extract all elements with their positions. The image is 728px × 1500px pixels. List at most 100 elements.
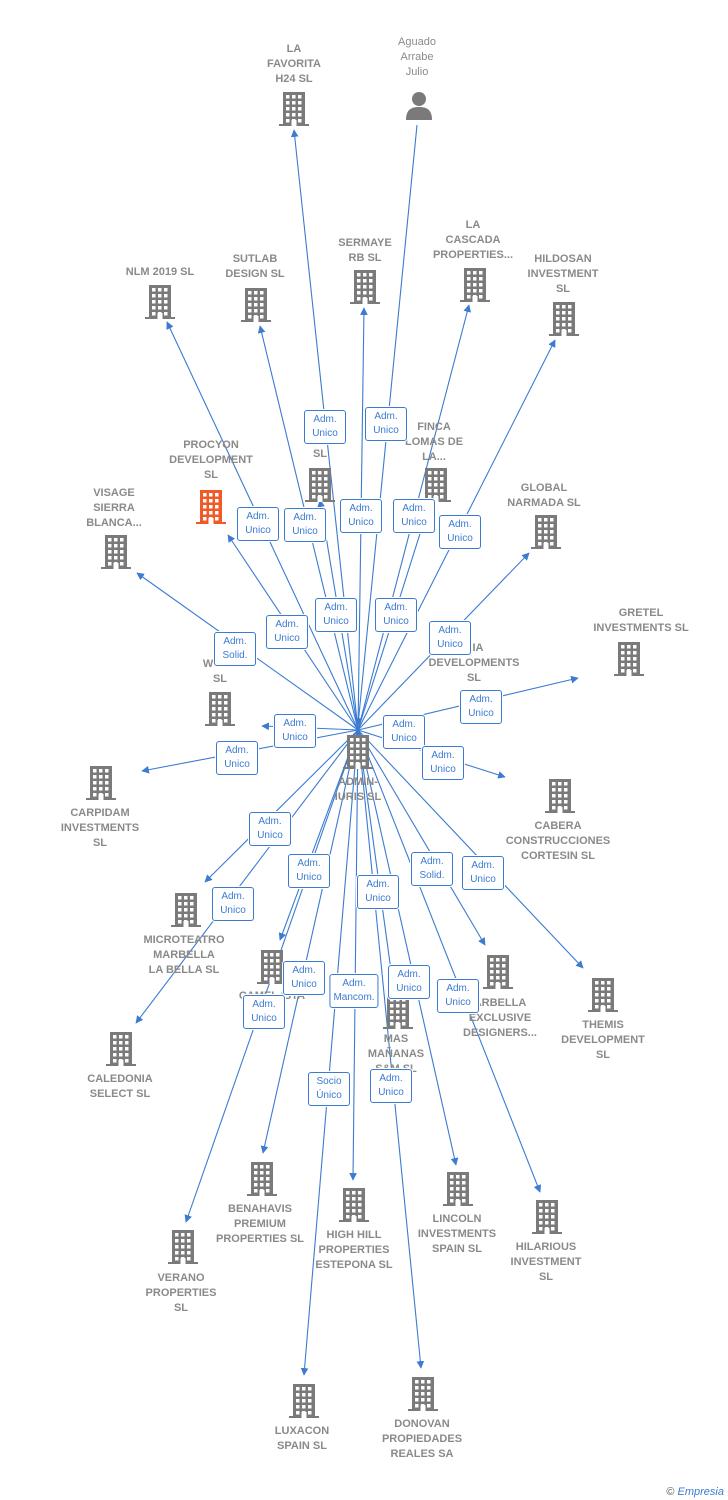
node-label-carpidam[interactable]: CARPIDAM INVESTMENTS SL bbox=[60, 807, 140, 849]
role-badge: Adm. Unico bbox=[462, 856, 504, 890]
node-label-ria[interactable]: RIA DEVELOPMENTS SL bbox=[428, 642, 520, 684]
footer-brand[interactable]: ©Empresia bbox=[666, 1486, 724, 1498]
role-badge: Adm. Unico bbox=[304, 410, 346, 444]
edge-microteatro bbox=[204, 729, 359, 883]
building-icon-donovan[interactable] bbox=[408, 1377, 438, 1416]
node-label-cabera[interactable]: CABERA CONSTRUCCIONES CORTESIN SL bbox=[505, 820, 611, 862]
building-icon-sutlab[interactable] bbox=[241, 288, 271, 327]
building-icon-la-favorita[interactable] bbox=[279, 92, 309, 131]
building-icon-cabera[interactable] bbox=[545, 779, 575, 818]
copyright-symbol: © bbox=[666, 1486, 675, 1498]
building-icon-verano[interactable] bbox=[168, 1230, 198, 1269]
node-label-sutlab[interactable]: SUTLAB DESIGN SL bbox=[225, 253, 285, 280]
role-badge: Adm. Unico bbox=[429, 621, 471, 655]
node-label-global[interactable]: GLOBAL NARMADA SL bbox=[507, 482, 581, 509]
edge-hilarious bbox=[357, 729, 542, 1193]
node-label-benahavis[interactable]: BENAHAVIS PREMIUM PROPERTIES SL bbox=[215, 1203, 305, 1245]
role-badge: Adm. Unico bbox=[365, 407, 407, 441]
role-badge: Adm. Unico bbox=[315, 598, 357, 632]
role-badge: Adm. Unico bbox=[383, 715, 425, 749]
building-icon-sermaye[interactable] bbox=[350, 270, 380, 309]
edge-mas-mananas bbox=[357, 729, 396, 986]
node-label-hildosan[interactable]: HILDOSAN INVESTMENT SL bbox=[527, 253, 599, 295]
building-icon-procyon[interactable] bbox=[196, 490, 226, 529]
node-label-themis[interactable]: THEMIS DEVELOPMENT SL bbox=[561, 1019, 645, 1061]
role-badge: Socio Único bbox=[308, 1072, 350, 1106]
building-icon-microteatro[interactable] bbox=[171, 893, 201, 932]
role-badge: Adm. Unico bbox=[422, 746, 464, 780]
edge-donovan bbox=[357, 729, 425, 1369]
node-label-high-hill[interactable]: HIGH HILL PROPERTIES ESTEPONA SL bbox=[315, 1229, 393, 1271]
edge-benahavis bbox=[260, 729, 359, 1154]
building-icon-nlm[interactable] bbox=[145, 285, 175, 324]
role-badge: Adm. Solid. bbox=[214, 632, 256, 666]
building-icon-high-hill[interactable] bbox=[339, 1188, 369, 1227]
edge-high-hill bbox=[349, 729, 359, 1181]
node-label-luxacon[interactable]: LUXACON SPAIN SL bbox=[274, 1425, 330, 1452]
building-icon-mas-mananas[interactable] bbox=[383, 995, 413, 1034]
building-icon-wool[interactable] bbox=[205, 692, 235, 731]
role-badge: Adm. Unico bbox=[393, 499, 435, 533]
role-badge: Adm. Unico bbox=[357, 875, 399, 909]
edge-camel bbox=[278, 729, 359, 941]
building-icon-benahavis[interactable] bbox=[247, 1162, 277, 1201]
node-label-finca[interactable]: FINCA LOMAS DE LA... bbox=[404, 421, 464, 463]
role-badge: Adm. Unico bbox=[249, 812, 291, 846]
node-label-procyon[interactable]: PROCYON DEVELOPMENT SL bbox=[169, 439, 253, 481]
role-badge: Adm. Unico bbox=[212, 887, 254, 921]
building-icon-la-cascada[interactable] bbox=[460, 268, 490, 307]
building-icon-caledonia[interactable] bbox=[106, 1032, 136, 1071]
building-icon-r-pro[interactable] bbox=[305, 468, 335, 507]
node-label-marbella-ex[interactable]: ARBELLA EXCLUSIVE DESIGNERS... bbox=[463, 997, 537, 1039]
role-badge: Adm. Mancom. bbox=[329, 974, 379, 1008]
role-badge: Adm. Unico bbox=[283, 961, 325, 995]
building-icon-camel[interactable] bbox=[257, 950, 287, 989]
center-node-icon[interactable] bbox=[343, 735, 373, 774]
role-badge: Adm. Unico bbox=[237, 507, 279, 541]
role-badge: Adm. Unico bbox=[288, 854, 330, 888]
node-label-hilarious[interactable]: HILARIOUS INVESTMENT SL bbox=[510, 1241, 582, 1283]
building-icon-marbella-ex[interactable] bbox=[483, 955, 513, 994]
building-icon-luxacon[interactable] bbox=[289, 1384, 319, 1423]
role-badge: Adm. Unico bbox=[370, 1069, 412, 1103]
building-icon-global[interactable] bbox=[531, 515, 561, 554]
node-label-visage[interactable]: VISAGE SIERRA BLANCA... bbox=[86, 487, 142, 529]
role-badge: Adm. Solid. bbox=[411, 852, 453, 886]
center-node-label[interactable]: ADMIN- IURIS SL bbox=[334, 776, 382, 803]
building-icon-themis[interactable] bbox=[588, 978, 618, 1017]
role-badge: Adm. Unico bbox=[274, 714, 316, 748]
node-label-la-favorita[interactable]: LA FAVORITA H24 SL bbox=[267, 43, 321, 85]
edge-lincoln bbox=[357, 729, 459, 1166]
building-icon-hildosan[interactable] bbox=[549, 302, 579, 341]
node-label-donovan[interactable]: DONOVAN PROPIEDADES REALES SA bbox=[381, 1418, 463, 1460]
building-icon-carpidam[interactable] bbox=[86, 766, 116, 805]
node-label-gretel[interactable]: GRETEL INVESTMENTS SL bbox=[593, 607, 689, 634]
role-badge: Adm. Unico bbox=[243, 995, 285, 1029]
node-label-microteatro[interactable]: MICROTEATRO MARBELLA LA BELLA SL bbox=[143, 934, 225, 976]
brand-name: Empresia bbox=[677, 1486, 724, 1498]
building-icon-visage[interactable] bbox=[101, 535, 131, 574]
role-badge: Adm. Unico bbox=[340, 499, 382, 533]
edge-themis bbox=[357, 729, 584, 969]
role-badge: Adm. Unico bbox=[439, 515, 481, 549]
edge-marbella-ex bbox=[357, 729, 486, 946]
node-label-aguado[interactable]: Aguado Arrabe Julio bbox=[398, 36, 436, 78]
node-label-lincoln[interactable]: LINCOLN INVESTMENTS SPAIN SL bbox=[417, 1213, 497, 1255]
role-badge: Adm. Unico bbox=[460, 690, 502, 724]
node-label-nlm[interactable]: NLM 2019 SL bbox=[125, 266, 195, 278]
role-badge: Adm. Unico bbox=[388, 965, 430, 999]
role-badge: Adm. Unico bbox=[375, 598, 417, 632]
edge-luxacon bbox=[300, 729, 359, 1376]
building-icon-finca[interactable] bbox=[421, 468, 451, 507]
building-icon-lincoln[interactable] bbox=[443, 1172, 473, 1211]
edge-caledonia bbox=[135, 729, 359, 1024]
node-label-la-cascada[interactable]: LA CASCADA PROPERTIES... bbox=[432, 219, 514, 261]
person-icon-aguado[interactable] bbox=[404, 90, 434, 125]
role-badge: Adm. Unico bbox=[284, 508, 326, 542]
node-label-verano[interactable]: VERANO PROPERTIES SL bbox=[145, 1272, 217, 1314]
role-badge: Adm. Unico bbox=[437, 979, 479, 1013]
building-icon-hilarious[interactable] bbox=[532, 1200, 562, 1239]
building-icon-gretel[interactable] bbox=[614, 642, 644, 681]
node-label-sermaye[interactable]: SERMAYE RB SL bbox=[338, 237, 392, 264]
node-label-caledonia[interactable]: CALEDONIA SELECT SL bbox=[87, 1073, 153, 1100]
